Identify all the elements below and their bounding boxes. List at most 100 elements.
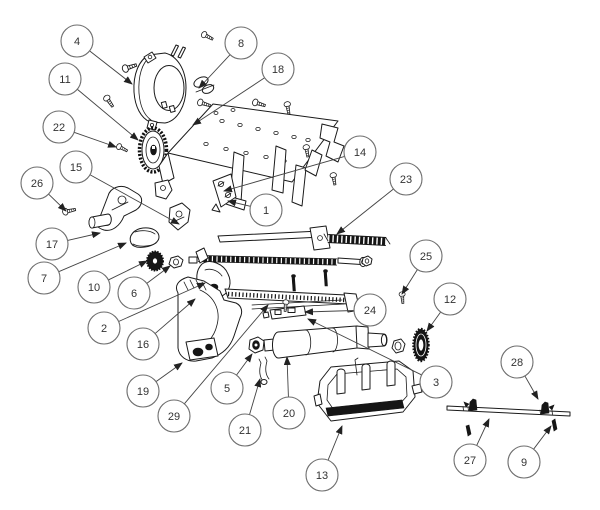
callout-balloon-10: 10 [77, 270, 111, 304]
callout-balloon-6: 6 [117, 276, 151, 310]
callout-number-3: 3 [433, 377, 439, 389]
leader-line-9 [533, 425, 552, 450]
callout-balloon-15: 15 [59, 150, 93, 184]
callout-number-4: 4 [74, 36, 80, 48]
callout-balloon-9: 9 [507, 445, 541, 479]
callout-number-16: 16 [137, 339, 149, 351]
callout-balloon-28: 28 [500, 345, 534, 379]
screw-part [115, 142, 129, 154]
callout-balloon-18: 18 [261, 52, 295, 86]
callout-number-11: 11 [59, 74, 70, 86]
callout-balloon-8: 8 [224, 26, 258, 60]
leader-line-25 [401, 269, 418, 295]
callout-balloon-1: 1 [249, 193, 283, 227]
spring-part [323, 233, 391, 246]
callout-number-2: 2 [101, 323, 107, 335]
leader-line-1 [227, 199, 251, 207]
leader-line-21 [249, 378, 262, 415]
shaft-clip-left-part [468, 398, 478, 412]
print-head-tray-part [313, 357, 423, 422]
callout-number-18: 18 [272, 64, 284, 76]
release-lever-part [88, 185, 143, 231]
leader-line-8 [198, 54, 231, 89]
callout-number-14: 14 [354, 147, 366, 159]
callout-balloon-27: 27 [453, 443, 487, 477]
leader-line-17 [67, 231, 101, 241]
drive-gear-part [137, 126, 169, 174]
callout-number-7: 7 [41, 273, 47, 285]
frame-plate-part [158, 103, 345, 211]
mount-bracket-part [211, 173, 237, 213]
callout-number-6: 6 [131, 288, 137, 300]
lower-housing-part [175, 276, 243, 362]
callout-number-8: 8 [238, 38, 244, 50]
leader-line-27 [476, 418, 490, 446]
screw-part [120, 60, 138, 74]
callout-number-9: 9 [521, 457, 527, 469]
screw-part [329, 171, 339, 186]
leader-line-20 [283, 356, 291, 398]
leader-line-6 [146, 265, 171, 284]
callout-number-29: 29 [168, 411, 180, 423]
callout-number-5: 5 [224, 383, 230, 395]
guide-rail-part [217, 225, 331, 251]
callout-number-19: 19 [137, 386, 149, 398]
callout-balloon-29: 29 [157, 399, 191, 433]
callout-number-26: 26 [31, 178, 43, 190]
callout-balloon-21: 21 [228, 413, 262, 447]
callout-balloon-4: 4 [60, 24, 94, 58]
callout-number-10: 10 [88, 282, 100, 294]
leader-line-11 [76, 88, 139, 141]
leader-line-12 [426, 311, 442, 332]
motor-part [133, 44, 187, 131]
callout-number-24: 24 [364, 305, 376, 317]
leader-line-3 [307, 318, 422, 376]
paper-guide-shaft-part [446, 398, 571, 437]
leader-line-14 [223, 155, 345, 193]
leader-line-5 [236, 353, 253, 376]
callout-number-15: 15 [70, 162, 82, 174]
leader-line-2 [118, 282, 206, 322]
callout-number-28: 28 [511, 357, 523, 369]
callout-balloon-24: 24 [353, 293, 387, 327]
callout-balloon-19: 19 [126, 374, 160, 408]
hex-nut-part [168, 255, 184, 269]
screw-part [102, 93, 116, 109]
screw-part [199, 30, 215, 43]
leadscrew-part [188, 255, 367, 268]
callout-balloon-11: 11 [48, 62, 82, 96]
callout-balloon-17: 17 [35, 227, 69, 261]
callout-balloon-20: 20 [272, 396, 306, 430]
screw-part [196, 97, 212, 110]
leader-line-15 [89, 174, 180, 225]
leader-line-16 [154, 298, 196, 334]
leader-line-13 [327, 425, 343, 461]
leader-line-19 [155, 362, 183, 383]
callout-balloon-26: 26 [20, 166, 54, 200]
shaft-clip-right-part [540, 401, 550, 415]
leader-line-10 [108, 260, 148, 281]
screw-part [61, 205, 77, 217]
callout-number-27: 27 [464, 455, 476, 467]
sensor-lever-part [168, 202, 191, 231]
callout-balloon-12: 12 [433, 282, 467, 316]
callouts-layer: 1234567891011121314151617181920212223242… [20, 24, 552, 492]
callout-number-25: 25 [420, 251, 432, 263]
leader-line-28 [524, 375, 539, 400]
callout-balloon-3: 3 [419, 365, 453, 399]
cam-part [129, 227, 160, 248]
feed-gear-part [412, 327, 430, 363]
hex-nut-small-part [361, 255, 373, 267]
small-bracket-part [154, 179, 173, 200]
leader-line-7 [58, 242, 127, 273]
callout-balloon-22: 22 [42, 110, 76, 144]
callout-balloon-25: 25 [409, 239, 443, 273]
callout-number-17: 17 [46, 239, 58, 251]
callout-number-23: 23 [400, 174, 412, 186]
leader-line-24 [304, 308, 355, 316]
callout-number-12: 12 [444, 294, 456, 306]
screw-part [283, 100, 293, 115]
leader-line-22 [73, 131, 117, 148]
platen-roller-part [263, 325, 388, 359]
